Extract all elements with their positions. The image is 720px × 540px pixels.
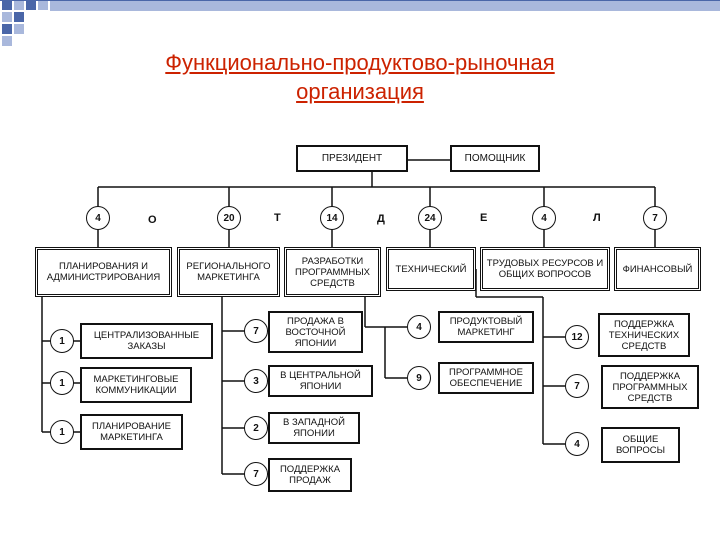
col2-count-1: 7 [244,319,268,343]
dept-planning-label: ПЛАНИРОВАНИЯ И АДМИНИСТРИРОВАНИЯ [46,261,161,283]
col4-count-1: 12 [565,325,589,349]
title-line-2: организация [296,79,424,104]
col2-count-2: 3 [244,369,268,393]
dept-hr-label: ТРУДОВЫХ РЕСУРСОВ И ОБЩИХ ВОПРОСОВ [486,258,604,280]
col1-count-1: 1 [50,329,74,353]
col3-count-2: 9 [407,366,431,390]
dept-letter-4: Е [480,212,488,224]
col3-unit-1-label: ПРОДУКТОВЫЙ МАРКЕТИНГ [449,316,523,338]
dept-technical-label: ТЕХНИЧЕСКИЙ [395,263,467,275]
col4-unit-3: ОБЩИЕ ВОПРОСЫ [601,427,680,463]
col2-unit-1: ПРОДАЖА В ВОСТОЧНОЙ ЯПОНИИ [268,311,363,353]
col4-unit-1: ПОДДЕРЖКА ТЕХНИЧЕСКИХ СРЕДСТВ [598,313,690,357]
dept-regional-marketing-label: РЕГИОНАЛЬНОГО МАРКЕТИНГА [186,261,271,283]
col4-unit-2-label: ПОДДЕРЖКА ПРОГРАММНЫХ СРЕДСТВ [612,370,688,404]
col1-count-2: 1 [50,371,74,395]
dept-finance-label: ФИНАНСОВЫЙ [622,263,693,275]
col1-unit-3: ПЛАНИРОВАНИЕ МАРКЕТИНГА [80,414,183,450]
col1-unit-1: ЦЕНТРАЛИЗОВАННЫЕ ЗАКАЗЫ [80,323,213,359]
col1-unit-2: МАРКЕТИНГОВЫЕ КОММУНИКАЦИИ [80,367,192,403]
dept-count-5: 4 [532,206,556,230]
col2-unit-4-label: ПОДДЕРЖКА ПРОДАЖ [279,464,341,486]
col2-unit-3-label: В ЗАПАДНОЙ ЯПОНИИ [283,417,345,439]
col1-unit-1-label: ЦЕНТРАЛИЗОВАННЫЕ ЗАКАЗЫ [93,330,200,352]
dept-letter-2: Т [274,212,281,224]
col4-unit-1-label: ПОДДЕРЖКА ТЕХНИЧЕСКИХ СРЕДСТВ [608,318,680,352]
dept-finance: ФИНАНСОВЫЙ [614,247,701,291]
dept-count-4: 24 [418,206,442,230]
dept-planning: ПЛАНИРОВАНИЯ И АДМИНИСТРИРОВАНИЯ [35,247,172,297]
dept-letter-5: Л [593,212,601,224]
assistant-label: ПОМОЩНИК [464,153,526,164]
col2-unit-2-label: В ЦЕНТРАЛЬНОЙ ЯПОНИИ [280,370,361,392]
col3-count-1: 4 [407,315,431,339]
col2-unit-3: В ЗАПАДНОЙ ЯПОНИИ [268,412,360,444]
corner-decoration [2,0,48,46]
dept-software-dev-label: РАЗРАБОТКИ ПРОГРАММНЫХ СРЕДСТВ [295,255,370,289]
dept-technical: ТЕХНИЧЕСКИЙ [386,247,476,291]
col2-count-3: 2 [244,416,268,440]
col1-unit-3-label: ПЛАНИРОВАНИЕ МАРКЕТИНГА [92,421,171,443]
col1-count-3: 1 [50,420,74,444]
col3-unit-2: ПРОГРАММНОЕ ОБЕСПЕЧЕНИЕ [438,362,534,394]
dept-count-6: 7 [643,206,667,230]
title-line-1: Функционально-продуктово-рыночная [165,50,555,75]
dept-regional-marketing: РЕГИОНАЛЬНОГО МАРКЕТИНГА [177,247,280,297]
col2-count-4: 7 [244,462,268,486]
president-box: ПРЕЗИДЕНТ [296,145,408,172]
dept-count-1: 4 [86,206,110,230]
col4-unit-3-label: ОБЩИЕ ВОПРОСЫ [615,434,666,456]
dept-software-dev: РАЗРАБОТКИ ПРОГРАММНЫХ СРЕДСТВ [284,247,381,297]
dept-count-2: 20 [217,206,241,230]
dept-hr: ТРУДОВЫХ РЕСУРСОВ И ОБЩИХ ВОПРОСОВ [480,247,610,291]
dept-count-3: 14 [320,206,344,230]
top-band [50,0,720,11]
col3-unit-1: ПРОДУКТОВЫЙ МАРКЕТИНГ [438,311,534,343]
col2-unit-4: ПОДДЕРЖКА ПРОДАЖ [268,458,352,492]
col4-unit-2: ПОДДЕРЖКА ПРОГРАММНЫХ СРЕДСТВ [601,365,699,409]
col4-count-2: 7 [565,374,589,398]
col1-unit-2-label: МАРКЕТИНГОВЫЕ КОММУНИКАЦИИ [93,374,179,396]
assistant-box: ПОМОЩНИК [450,145,540,172]
president-label: ПРЕЗИДЕНТ [321,153,383,164]
page-title: Функционально-продуктово-рыночная органи… [100,48,620,106]
dept-letter-3: Д [377,213,385,225]
dept-letter-1: О [148,214,157,226]
top-rule [0,0,720,1]
col2-unit-2: В ЦЕНТРАЛЬНОЙ ЯПОНИИ [268,365,373,397]
col3-unit-2-label: ПРОГРАММНОЕ ОБЕСПЕЧЕНИЕ [449,367,523,389]
col4-count-3: 4 [565,432,589,456]
col2-unit-1-label: ПРОДАЖА В ВОСТОЧНОЙ ЯПОНИИ [285,315,346,349]
